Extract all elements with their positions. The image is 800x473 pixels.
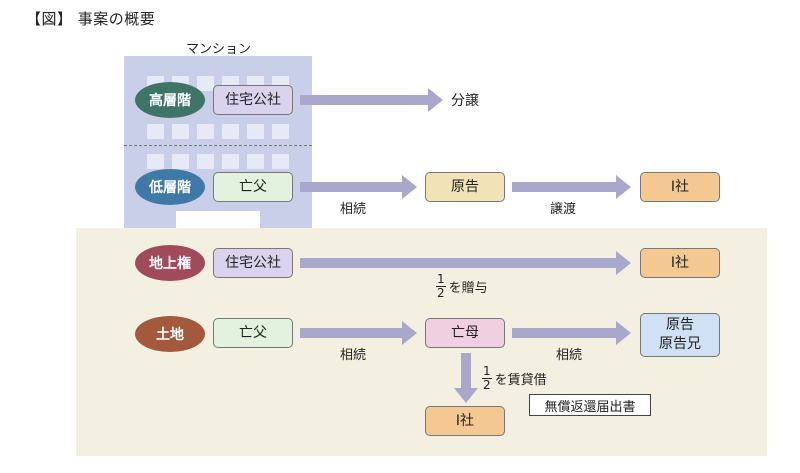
building-label: マンション — [186, 42, 252, 57]
land-heirs-box: 原告 原告兄 — [640, 313, 720, 357]
building-base-gap — [176, 211, 260, 228]
land-inherit2-label: 相続 — [556, 348, 583, 363]
building-window — [222, 124, 239, 139]
arrow-right-icon — [300, 88, 443, 112]
land-inherit-label: 相続 — [340, 348, 367, 363]
land-lease-label: 1 2 を賃貸借 — [482, 364, 547, 393]
oval-lower-floors: 低層階 — [135, 169, 205, 205]
superficies-recipient-box: I社 — [640, 248, 720, 278]
heir-plaintiff-brother: 原告兄 — [659, 336, 701, 352]
oval-upper-floors: 高層階 — [135, 82, 205, 118]
floor-divider — [124, 145, 312, 146]
building-window — [247, 124, 264, 139]
superficies-gift-label: 1 2 を贈与 — [436, 272, 488, 301]
document-box: 無償返還届出書 — [529, 394, 651, 416]
page-title: 【図】 事案の概要 — [26, 10, 156, 28]
building-window — [147, 154, 164, 169]
lower-heir-box: 原告 — [425, 172, 505, 202]
lease-fraction-denominator: 2 — [483, 378, 491, 393]
arrow-right-icon — [300, 321, 417, 345]
arrow-right-icon — [512, 321, 631, 345]
building-window — [247, 154, 264, 169]
lower-owner-box: 亡父 — [213, 172, 293, 202]
lease-fraction-numerator: 1 — [482, 364, 492, 380]
building-window — [272, 154, 289, 169]
building-window — [197, 124, 214, 139]
gift-fraction: 1 2 — [436, 272, 446, 301]
building-window — [172, 154, 189, 169]
gift-fraction-numerator: 1 — [436, 272, 446, 288]
building-window — [147, 124, 164, 139]
gift-text: を贈与 — [448, 281, 488, 297]
lower-inherit-label: 相続 — [340, 202, 367, 217]
building-window — [172, 124, 189, 139]
lease-text: を賃貸借 — [494, 373, 547, 389]
oval-superficies: 地上権 — [135, 245, 205, 281]
building-window — [197, 76, 214, 91]
land-heir-box: 亡母 — [425, 318, 505, 348]
upper-owner-box: 住宅公社 — [213, 85, 293, 115]
land-owner-box: 亡父 — [213, 318, 293, 348]
arrow-down-icon — [454, 353, 478, 403]
building-window — [197, 154, 214, 169]
land-lessee-box: I社 — [425, 406, 505, 436]
building-window — [272, 124, 289, 139]
lower-buyer-box: I社 — [640, 172, 720, 202]
upper-action-label: 分譲 — [451, 93, 479, 109]
arrow-right-icon — [512, 175, 631, 199]
superficies-owner-box: 住宅公社 — [213, 248, 293, 278]
gift-fraction-denominator: 2 — [437, 286, 445, 301]
arrow-right-icon — [300, 175, 417, 199]
lower-transfer-label: 譲渡 — [550, 202, 577, 217]
building-window — [222, 154, 239, 169]
lease-fraction: 1 2 — [482, 364, 492, 393]
arrow-right-icon — [300, 251, 631, 275]
heir-plaintiff: 原告 — [666, 317, 694, 334]
oval-land: 土地 — [135, 316, 205, 352]
